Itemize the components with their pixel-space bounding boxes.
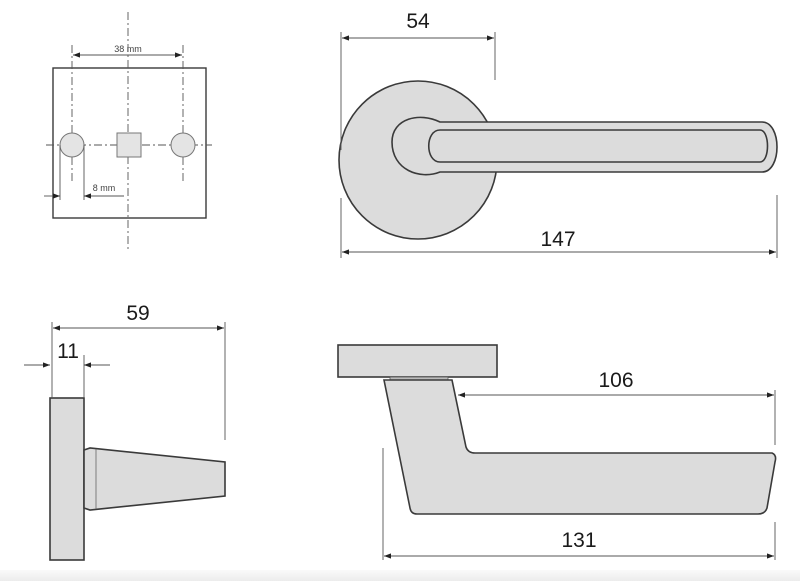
lever-total-length-label: 131 <box>561 529 596 552</box>
rose-diameter-label: 54 <box>406 10 430 33</box>
grip-length-label: 106 <box>598 369 633 392</box>
projection-label: 59 <box>126 302 149 325</box>
rose-thickness-label: 11 <box>57 340 79 363</box>
hole-offset-label: 8 mm <box>93 183 116 193</box>
square-rose-plate: 38 mm 8 mm <box>44 12 212 252</box>
bottom-band <box>0 570 800 581</box>
hole-spacing-label: 38 mm <box>114 44 142 54</box>
total-length-label: 147 <box>540 228 575 251</box>
lever-top-view: 54 147 <box>338 10 778 258</box>
side-view: 59 11 <box>24 302 226 561</box>
lever-side-view: 106 131 <box>337 344 777 560</box>
